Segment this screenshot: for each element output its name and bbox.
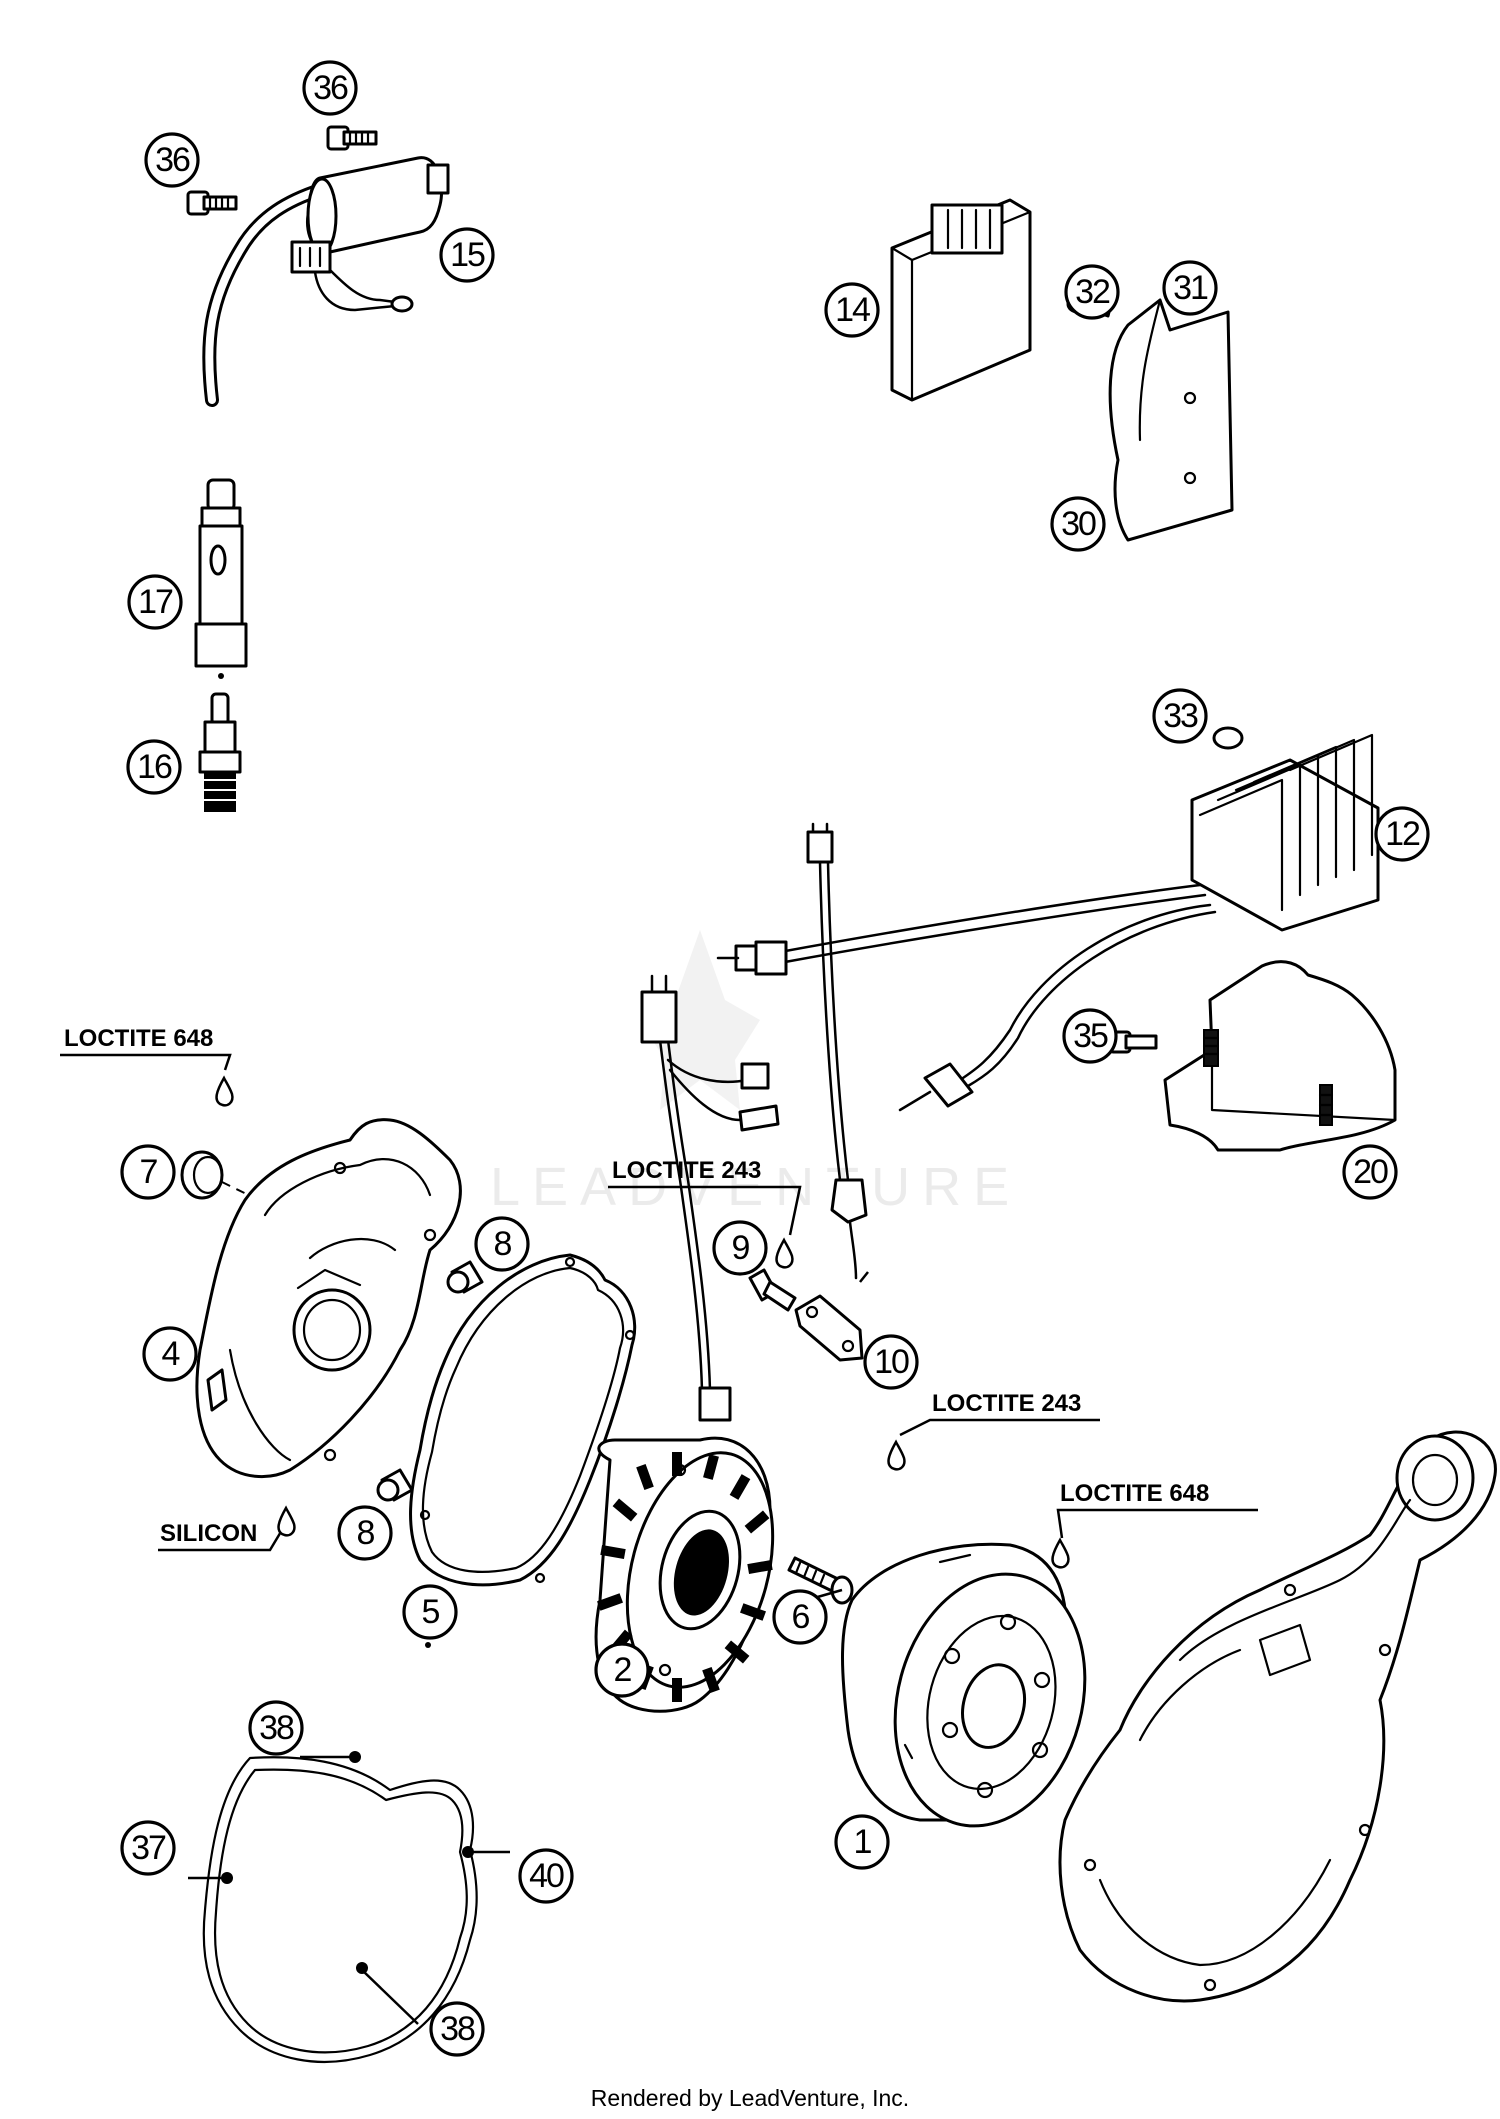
callout-4: 4 (142, 1326, 198, 1382)
callout-32: 32 (1064, 264, 1120, 320)
pulse-generator (794, 1294, 864, 1362)
svg-text:17: 17 (138, 583, 173, 621)
leader-lines (60, 1053, 1258, 2025)
svg-text:12: 12 (1385, 815, 1420, 853)
callout-38-upper: 38 (248, 1700, 304, 1756)
callout-37: 37 (120, 1820, 176, 1876)
svg-text:36: 36 (313, 69, 348, 107)
callout-36-left: 36 (144, 132, 200, 188)
rotor-flywheel (841, 1542, 1087, 1828)
callout-8-upper: 8 (474, 1216, 530, 1272)
note-loctite-648-left: LOCTITE 648 (64, 1025, 213, 1052)
note-loctite-648-right: LOCTITE 648 (1060, 1480, 1209, 1507)
bolt-36-upper (326, 125, 378, 151)
callout-7: 7 (120, 1144, 176, 1200)
callout-15: 15 (439, 227, 495, 283)
note-loctite-243-upper: LOCTITE 243 (612, 1157, 761, 1184)
callout-30: 30 (1050, 496, 1106, 552)
callout-5: 5 (402, 1584, 458, 1640)
regulator-bracket (1163, 960, 1397, 1152)
svg-text:33: 33 (1163, 697, 1198, 735)
callout-31: 31 (1162, 260, 1218, 316)
dowel-pin-8-upper (446, 1260, 484, 1294)
assembly-notes: LOCTITE 648 LOCTITE 243 LOCTITE 243 LOCT… (64, 1025, 1209, 1547)
callout-2: 2 (594, 1642, 650, 1698)
svg-text:1: 1 (854, 1823, 872, 1861)
svg-text:2: 2 (614, 1651, 632, 1689)
callout-40: 40 (518, 1848, 574, 1904)
loctite-drops (215, 1075, 1070, 1569)
callout-9: 9 (712, 1220, 768, 1276)
callout-17: 17 (127, 574, 183, 630)
svg-text:4: 4 (162, 1335, 180, 1373)
svg-text:9: 9 (732, 1229, 750, 1267)
svg-text:20: 20 (1353, 1153, 1388, 1191)
svg-text:6: 6 (792, 1598, 810, 1636)
ignition-coil (202, 156, 450, 407)
spark-plug (198, 692, 242, 812)
svg-text:32: 32 (1075, 273, 1110, 311)
callout-1: 1 (834, 1814, 890, 1870)
svg-text:30: 30 (1061, 505, 1096, 543)
note-silicon: SILICON (160, 1520, 257, 1547)
callout-14: 14 (824, 282, 880, 338)
callout-10: 10 (863, 1334, 919, 1390)
voltage-regulator (1190, 733, 1380, 932)
cdi-unit (890, 198, 1032, 402)
svg-text:16: 16 (137, 748, 172, 786)
callout-36-upper: 36 (302, 60, 358, 116)
svg-text:15: 15 (450, 236, 485, 274)
svg-text:14: 14 (835, 291, 870, 329)
callout-20: 20 (1342, 1144, 1398, 1200)
svg-text:36: 36 (155, 141, 190, 179)
svg-text:10: 10 (874, 1343, 909, 1381)
svg-text:38: 38 (259, 1709, 294, 1747)
cdi-holder (1108, 298, 1234, 542)
callout-38-lower: 38 (429, 2001, 485, 2057)
svg-text:40: 40 (529, 1857, 564, 1895)
svg-text:7: 7 (140, 1153, 158, 1191)
callout-6: 6 (772, 1589, 828, 1645)
callout-8-lower: 8 (337, 1505, 393, 1561)
footer-credit: Rendered by LeadVenture, Inc. (590, 2085, 910, 2111)
svg-text:38: 38 (440, 2010, 475, 2048)
svg-text:8: 8 (494, 1225, 512, 1263)
dowel-pin-8-lower (376, 1468, 414, 1502)
stator (594, 974, 780, 1713)
callout-12: 12 (1374, 806, 1430, 862)
callout-16: 16 (126, 739, 182, 795)
crankcase-half (1058, 1430, 1497, 2003)
callout-33: 33 (1152, 688, 1208, 744)
ignition-cover (195, 1118, 462, 1479)
svg-text:37: 37 (131, 1829, 166, 1867)
bolt-36-left (186, 190, 238, 216)
nut-33 (1212, 726, 1244, 750)
spark-plug-cap (194, 478, 248, 679)
svg-text:8: 8 (357, 1514, 375, 1552)
svg-text:31: 31 (1173, 269, 1208, 307)
svg-text:5: 5 (422, 1593, 440, 1631)
callout-35: 35 (1062, 1008, 1118, 1064)
screw-9 (748, 1268, 797, 1312)
cover-gasket (409, 1253, 637, 1648)
wiring-harness (716, 822, 1217, 1280)
svg-text:35: 35 (1073, 1017, 1108, 1055)
note-loctite-243-lower: LOCTITE 243 (932, 1390, 1081, 1417)
